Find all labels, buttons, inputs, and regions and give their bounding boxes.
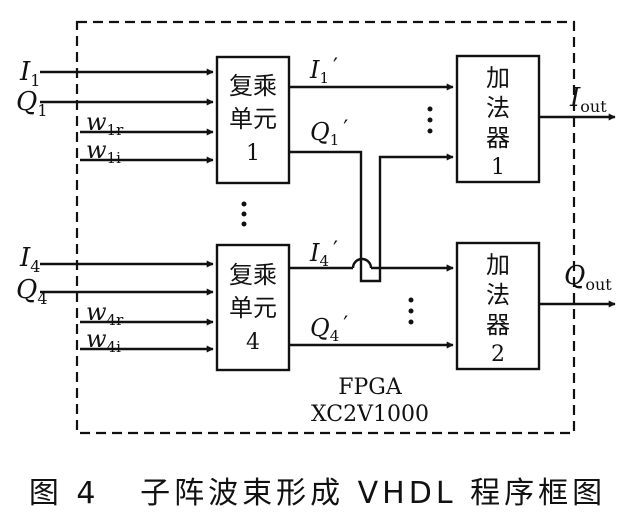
adder-1-index: 1 bbox=[491, 155, 505, 180]
q1p-wire-down bbox=[289, 150, 377, 283]
q1-label: Q1 bbox=[16, 87, 48, 120]
adder-1-line3: 器 bbox=[486, 124, 510, 152]
multiplier-ellipsis bbox=[241, 201, 247, 227]
figure-caption: 图 4 子阵波束形成 VHDL 程序框图 bbox=[28, 476, 607, 511]
q1p-label: Q1′ bbox=[310, 117, 348, 149]
w1i-label: w1i bbox=[86, 136, 121, 167]
multiplier-1-line1: 复乘 bbox=[229, 72, 277, 100]
w4i-label: w4i bbox=[86, 325, 121, 356]
fpga-boundary bbox=[75, 20, 576, 435]
multiplier-block-4: 复乘 单元 4 bbox=[215, 243, 291, 372]
multiplier-4-index: 4 bbox=[246, 330, 260, 355]
q4-label: Q4 bbox=[16, 275, 48, 308]
adder-2-line1: 加 bbox=[486, 251, 510, 279]
adder-1-input-ellipsis bbox=[427, 106, 433, 134]
i1p-label: I1′ bbox=[309, 55, 338, 87]
multiplier-1-index: 1 bbox=[246, 141, 260, 166]
adder-1-line1: 加 bbox=[486, 64, 510, 92]
qout-label: Qout bbox=[564, 261, 612, 294]
adder-1-line2: 法 bbox=[486, 94, 510, 122]
multiplier-block-1: 复乘 单元 1 bbox=[215, 55, 291, 185]
i4p-label: I4′ bbox=[309, 238, 338, 270]
adder-block-2: 加 法 器 2 bbox=[455, 241, 541, 371]
adder-2-input-ellipsis bbox=[408, 297, 414, 325]
adder-2-line2: 法 bbox=[486, 281, 510, 309]
multiplier-4-line1: 复乘 bbox=[229, 261, 277, 289]
i4-label: I4 bbox=[19, 243, 40, 276]
adder-block-1: 加 法 器 1 bbox=[455, 54, 541, 184]
w1r-label: w1r bbox=[86, 108, 124, 139]
multiplier-4-line2: 单元 bbox=[229, 294, 277, 322]
multiplier-1-line2: 单元 bbox=[229, 105, 277, 133]
fpga-name: FPGA bbox=[338, 375, 403, 400]
block-diagram: I1 Q1 w1r w1i I4 Q4 w4r w4i 复乘 单元 1 复乘 单… bbox=[16, 20, 616, 435]
adder-2-line3: 器 bbox=[486, 311, 510, 339]
q4p-label: Q4′ bbox=[310, 313, 348, 345]
fpga-model: XC2V1000 bbox=[311, 402, 429, 427]
i4p-wire bbox=[289, 257, 453, 268]
q1p-wire-up bbox=[377, 153, 454, 283]
adder-2-index: 2 bbox=[491, 342, 505, 367]
w4r-label: w4r bbox=[86, 298, 124, 329]
iout-label: Iout bbox=[569, 83, 607, 116]
i1-label: I1 bbox=[19, 57, 40, 90]
